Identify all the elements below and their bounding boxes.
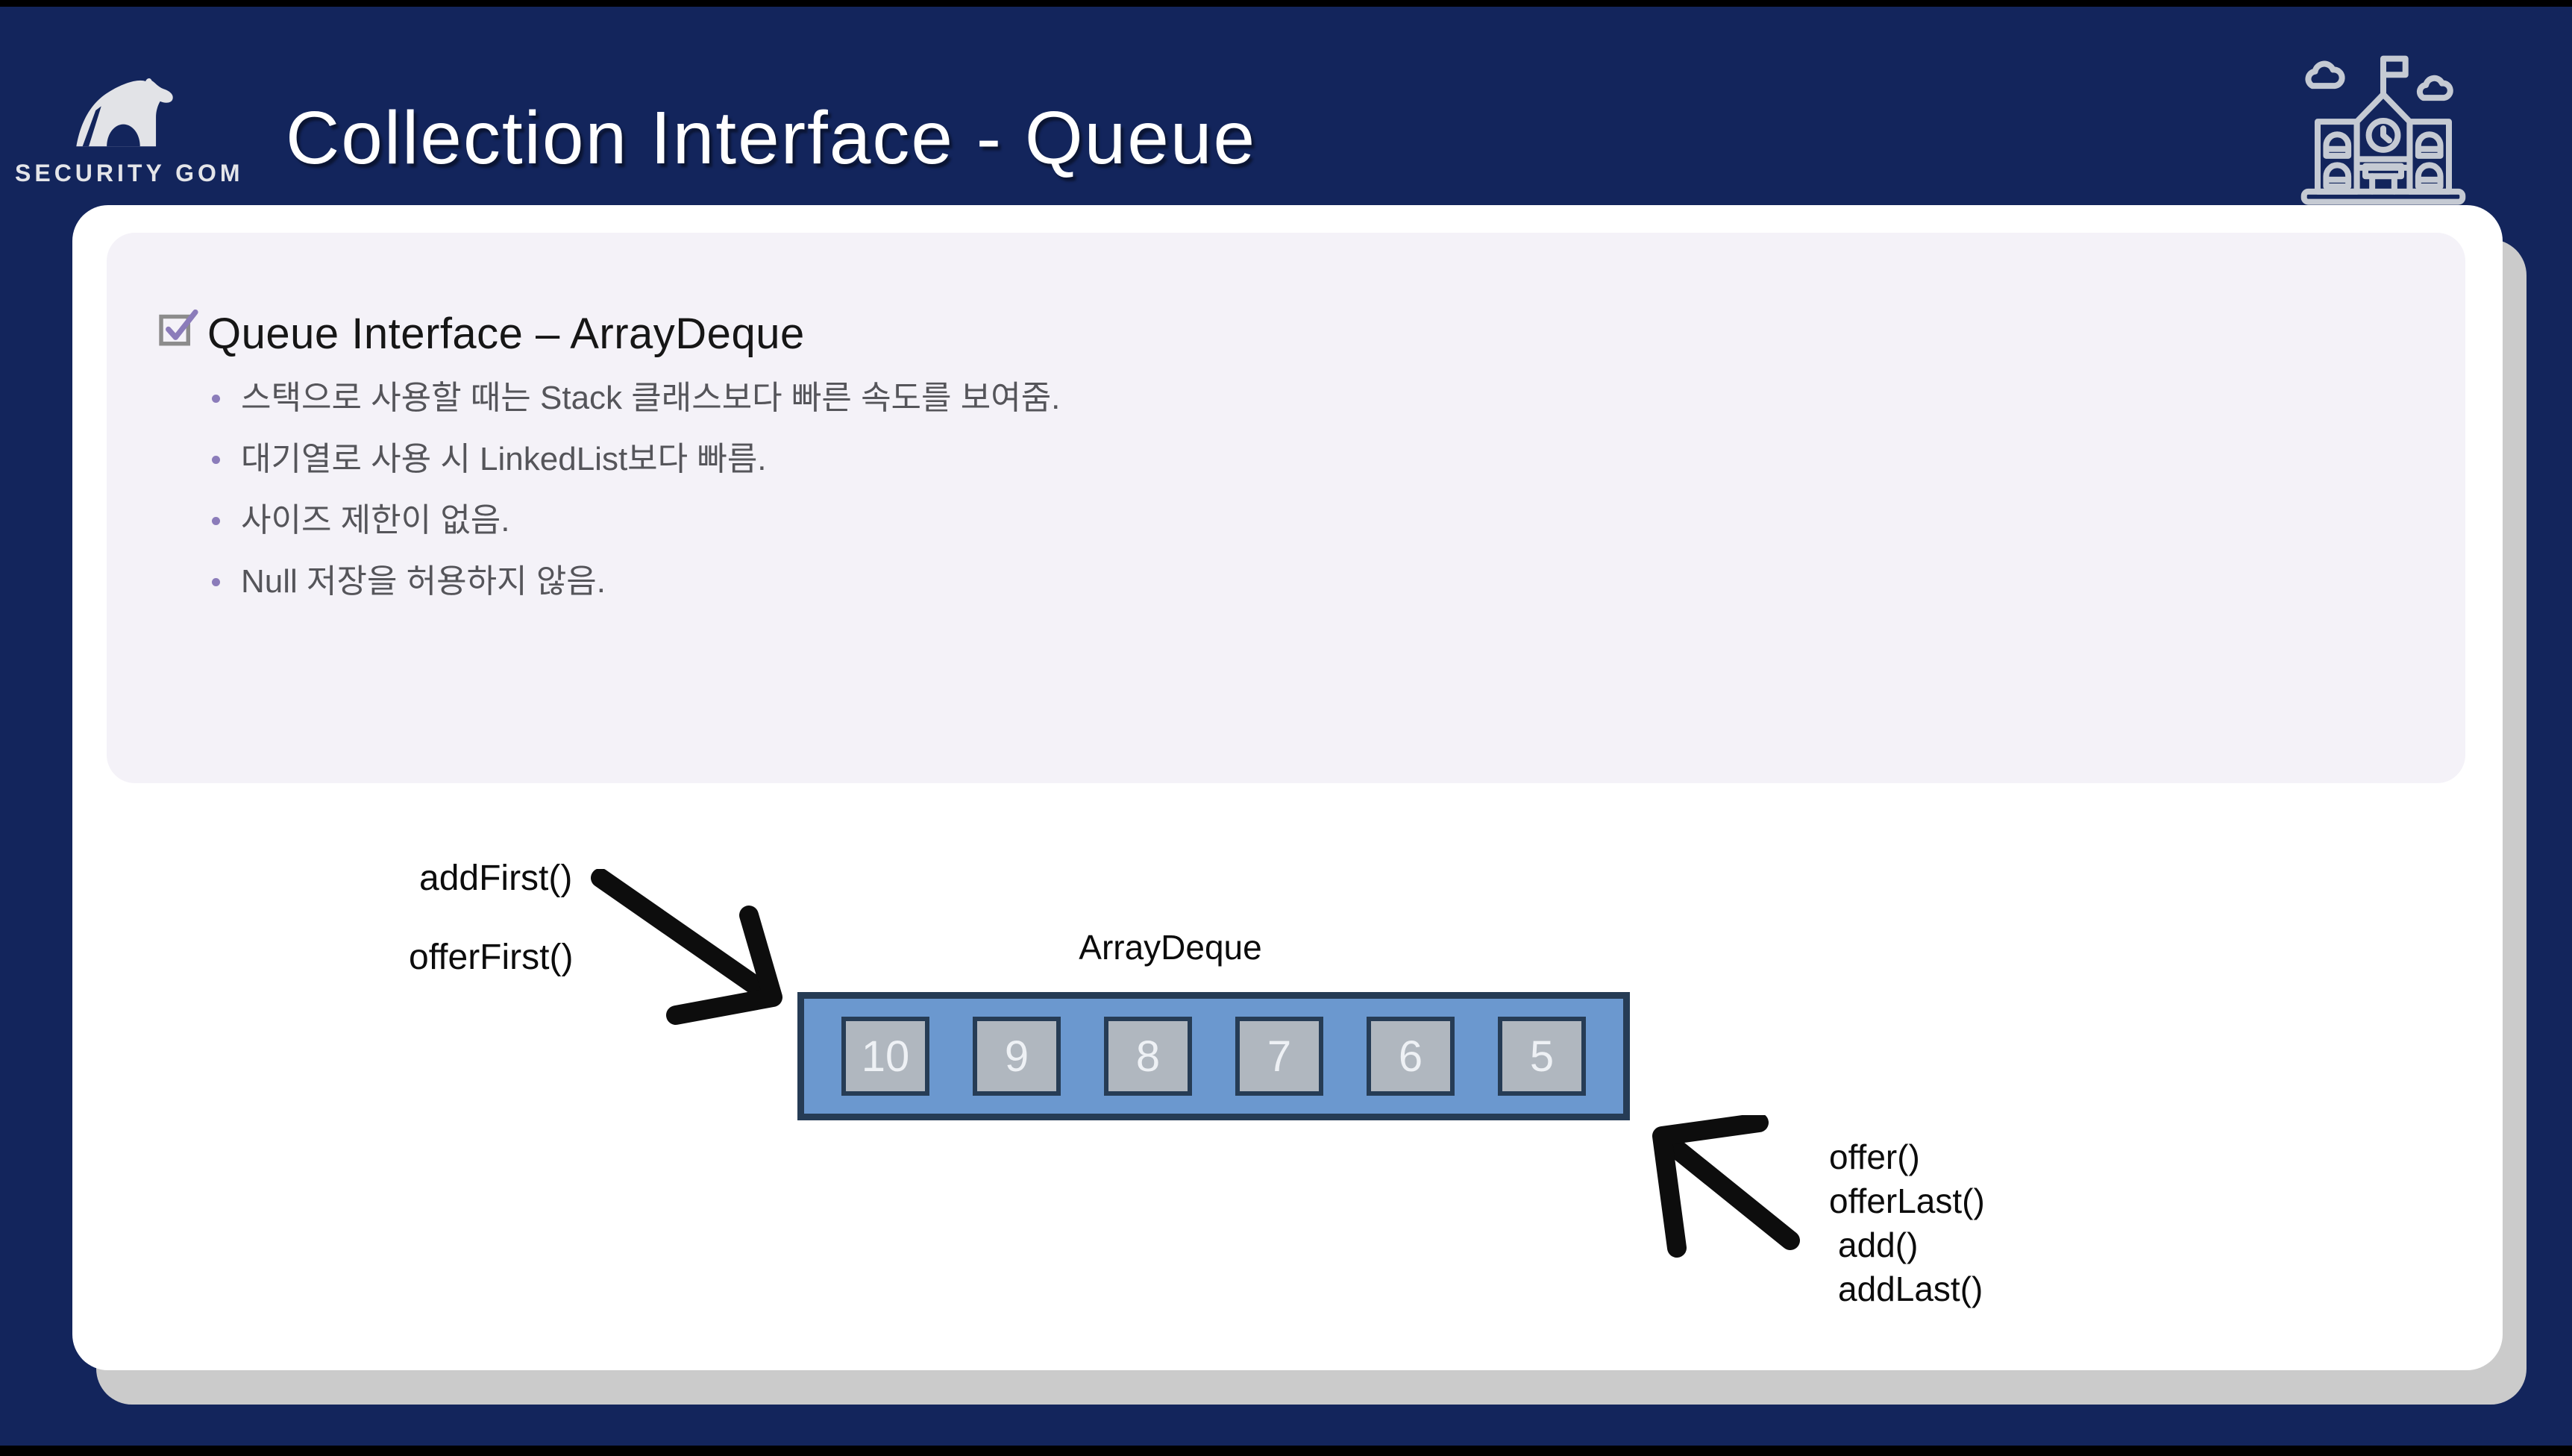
label-offerfirst: offerFirst() — [409, 938, 574, 977]
deque-title: ArrayDeque — [1079, 928, 1262, 967]
rear-label-list: offer() offerLast() add() addLast() — [1829, 1135, 1985, 1311]
bullet-text: 대기열로 사용 시 LinkedList보다 빠름. — [241, 441, 767, 477]
summary-panel — [107, 233, 2465, 783]
bullet-dot-icon — [212, 578, 220, 586]
top-black-bar — [0, 0, 2572, 7]
deque-cell: 5 — [1498, 1017, 1586, 1096]
label-offerlast: offerLast() — [1829, 1182, 1985, 1220]
deque-cell: 9 — [973, 1017, 1061, 1096]
bullet-item: 스택으로 사용할 때는 Stack 클래스보다 빠른 속도를 보여줌. — [212, 382, 1060, 415]
bottom-black-bar — [0, 1446, 2572, 1456]
bullet-text: 스택으로 사용할 때는 Stack 클래스보다 빠른 속도를 보여줌. — [241, 380, 1061, 416]
deque-cell: 6 — [1367, 1017, 1455, 1096]
deque-cell: 10 — [841, 1017, 929, 1096]
bullet-dot-icon — [212, 456, 220, 464]
security-gom-logo: SECURITY GOM — [15, 72, 240, 187]
arrow-down-right-icon — [591, 869, 782, 1025]
bullet-text: Null 저장을 허용하지 않음. — [241, 563, 606, 600]
label-addfirst: addFirst() — [419, 859, 573, 898]
bullet-text: 사이즈 제한이 없음. — [241, 502, 510, 539]
bullet-item: Null 저장을 허용하지 않음. — [212, 565, 1060, 598]
deque-cell: 8 — [1104, 1017, 1192, 1096]
label-addlast: addLast() — [1838, 1270, 1983, 1308]
brand-text: SECURITY GOM — [15, 160, 244, 186]
bullet-item: 사이즈 제한이 없음. — [212, 504, 1060, 537]
bullet-list: 스택으로 사용할 때는 Stack 클래스보다 빠른 속도를 보여줌. 대기열로… — [212, 382, 1060, 627]
arrow-up-left-icon — [1652, 1115, 1800, 1258]
bullet-dot-icon — [212, 395, 220, 403]
page-title: Collection Interface - Queue — [286, 96, 1257, 180]
polar-bear-icon — [76, 78, 173, 147]
bullet-dot-icon — [212, 517, 220, 525]
label-offer: offer() — [1829, 1138, 1920, 1176]
checkbox-checked-icon — [159, 309, 198, 346]
section-heading: Queue Interface – ArrayDeque — [207, 310, 805, 358]
deque-cell: 7 — [1235, 1017, 1323, 1096]
school-building-icon — [2300, 55, 2466, 205]
label-add: add() — [1838, 1226, 1919, 1264]
bullet-item: 대기열로 사용 시 LinkedList보다 빠름. — [212, 443, 1060, 476]
arraydeque-container: 10 9 8 7 6 5 — [797, 992, 1630, 1120]
